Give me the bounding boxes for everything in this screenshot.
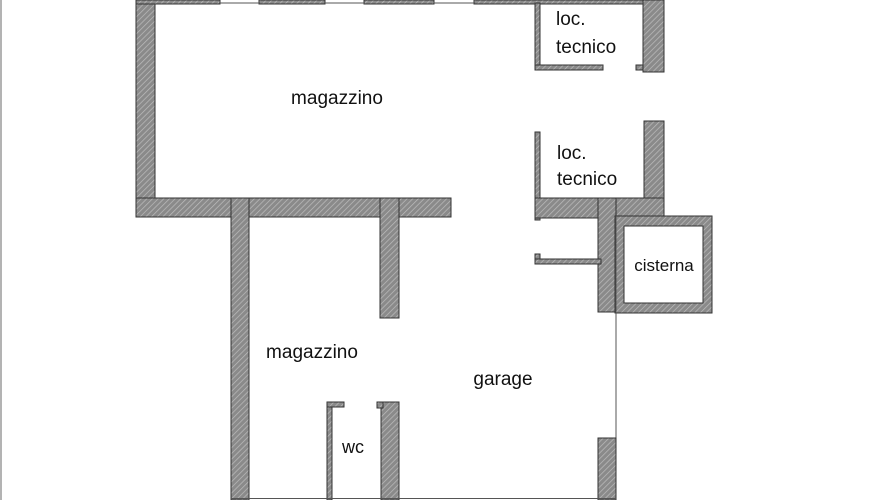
wall-upper-left — [135, 0, 156, 218]
wall-top-segment — [473, 0, 665, 5]
wall-cisterna — [614, 215, 713, 314]
wall-column-right — [597, 197, 617, 313]
wall-stub-horizontal — [534, 258, 602, 265]
wall-loc-lower-left — [534, 131, 541, 221]
wall-lower-left — [230, 197, 250, 500]
wall-wc-left — [326, 401, 333, 500]
wall-wc-left-top — [326, 401, 345, 408]
room-labels: magazzino loc. tecnico loc. tecnico cist… — [266, 9, 694, 457]
wall-loc-upper-bottom — [534, 64, 604, 71]
wall-wc-right-cap — [376, 401, 384, 409]
wall-top-segment — [363, 0, 435, 5]
room-label-loc-tecnico-lower-line2: tecnico — [557, 169, 617, 190]
room-label-loc-tecnico-lower-line1: loc. — [557, 143, 587, 164]
room-label-magazzino-upper: magazzino — [291, 88, 383, 109]
wall-middle — [135, 197, 452, 218]
wall-loc-upper-right — [642, 0, 665, 73]
wall-wc-right — [380, 401, 400, 500]
wall-partition — [379, 197, 400, 319]
room-label-loc-tecnico-upper-line2: tecnico — [556, 37, 616, 58]
room-label-garage: garage — [473, 369, 532, 390]
wall-top-segment — [135, 0, 221, 5]
room-label-loc-tecnico-upper-line1: loc. — [556, 9, 586, 30]
wall-loc-upper-left — [534, 2, 541, 71]
room-label-cisterna: cisterna — [634, 256, 694, 275]
room-label-wc: wc — [341, 437, 364, 457]
room-label-magazzino-lower: magazzino — [266, 342, 358, 363]
wall-top-segment — [258, 0, 326, 5]
wall-garage-right — [597, 437, 617, 500]
walls — [135, 0, 713, 500]
